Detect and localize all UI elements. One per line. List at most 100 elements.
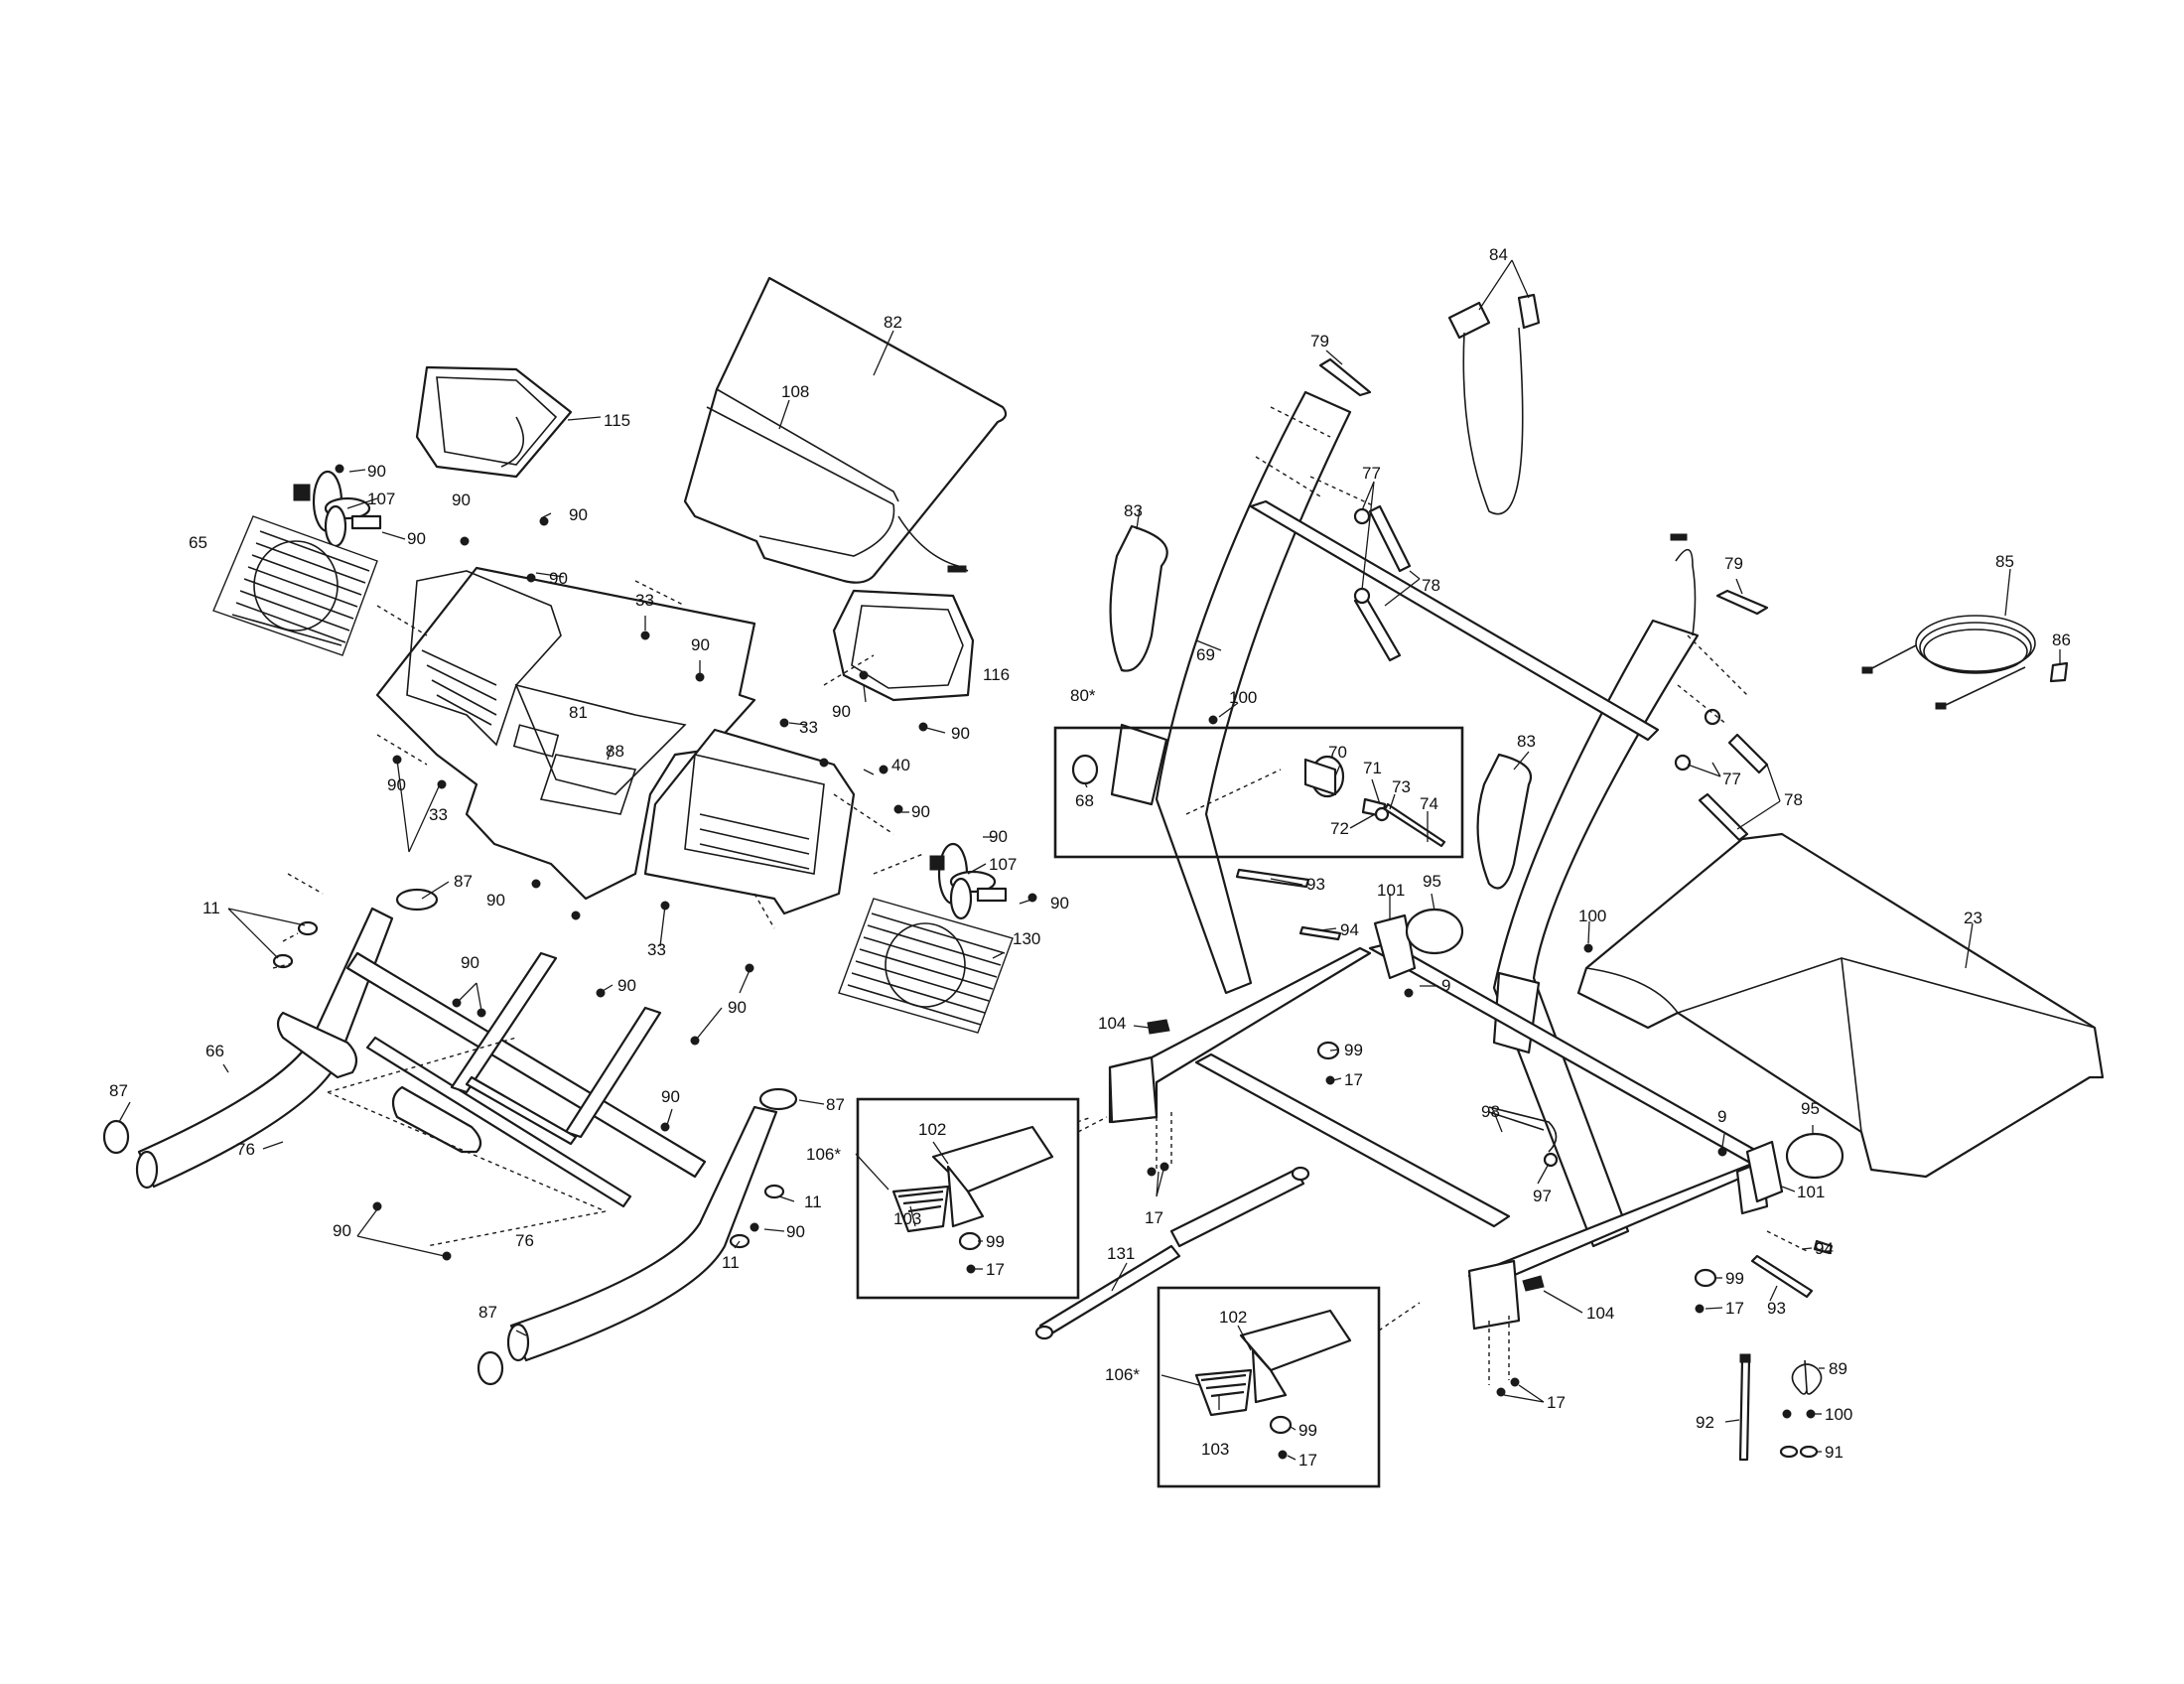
label-131: 131 — [1107, 1244, 1135, 1263]
label-11: 11 — [722, 1253, 740, 1272]
label-90: 90 — [728, 998, 747, 1017]
label-83: 83 — [1124, 501, 1143, 520]
roller-kit-parts — [1071, 754, 1446, 848]
fan-part-107-upper — [293, 470, 382, 548]
label-107: 107 — [367, 490, 395, 508]
console-base-part-81 — [375, 566, 756, 901]
label-87: 87 — [826, 1095, 845, 1114]
label-66: 66 — [205, 1042, 224, 1060]
label-78: 78 — [1784, 790, 1803, 809]
label-83: 83 — [1517, 732, 1536, 751]
label-17: 17 — [1298, 1451, 1317, 1470]
label-17: 17 — [1145, 1208, 1163, 1227]
label-95: 95 — [1423, 872, 1441, 891]
label-90: 90 — [617, 976, 636, 995]
label-90: 90 — [461, 953, 479, 972]
label-90: 90 — [407, 529, 426, 548]
label-108: 108 — [781, 382, 809, 401]
label-9: 9 — [1717, 1107, 1726, 1126]
label-33: 33 — [635, 591, 654, 610]
top-crossbar — [1249, 499, 1660, 742]
upright-left-part-69 — [1110, 390, 1352, 995]
label-82: 82 — [884, 313, 902, 332]
kit-box-106-a — [856, 1097, 1080, 1300]
label-90: 90 — [786, 1222, 805, 1241]
wheels-95 — [1405, 908, 1844, 1180]
crossbar-frame — [345, 951, 707, 1208]
label-33: 33 — [647, 940, 666, 959]
label-77: 77 — [1362, 464, 1381, 483]
label-17: 17 — [986, 1260, 1005, 1279]
kit-box-106-b — [1157, 1286, 1381, 1488]
label-33: 33 — [799, 718, 818, 737]
label-89: 89 — [1829, 1359, 1847, 1378]
label-103: 103 — [1201, 1440, 1229, 1459]
fan-part-107-lower — [929, 842, 1008, 920]
label-94: 94 — [1815, 1239, 1834, 1258]
wheel-housing-101 — [1373, 913, 1784, 1203]
label-11: 11 — [804, 1193, 822, 1211]
label-90: 90 — [1050, 894, 1069, 912]
label-100: 100 — [1229, 688, 1257, 707]
label-98: 98 — [1481, 1102, 1500, 1121]
label-70: 70 — [1328, 743, 1347, 762]
label-92: 92 — [1696, 1413, 1714, 1432]
label-17: 17 — [1725, 1299, 1744, 1318]
label-104: 104 — [1098, 1014, 1126, 1033]
end-caps-87 — [102, 888, 798, 1386]
speaker-box-part-116 — [832, 589, 975, 702]
label-106: 106* — [806, 1145, 841, 1164]
label-90: 90 — [387, 775, 406, 794]
power-cord-part-85 — [1861, 615, 2036, 710]
label-85: 85 — [1995, 552, 2014, 571]
label-86: 86 — [2052, 631, 2071, 649]
label-91: 91 — [1825, 1443, 1843, 1462]
label-9: 9 — [1441, 976, 1450, 995]
end-plugs-104 — [1147, 1019, 1545, 1292]
label-102: 102 — [918, 1120, 946, 1139]
handlebar-left-part-66 — [135, 907, 394, 1190]
label-72: 72 — [1330, 819, 1349, 838]
label-100: 100 — [1578, 907, 1606, 925]
base-frame — [1108, 941, 1769, 1331]
handle-grips-76 — [276, 1011, 482, 1154]
label-99: 99 — [1298, 1421, 1317, 1440]
incline-shock-part-131 — [1034, 1166, 1310, 1340]
label-116: 116 — [983, 665, 1010, 684]
label-78: 78 — [1422, 576, 1440, 595]
label-93: 93 — [1767, 1299, 1786, 1318]
label-90: 90 — [832, 702, 851, 721]
label-81: 81 — [569, 703, 588, 722]
upright-dashes — [1255, 406, 1748, 726]
label-87: 87 — [109, 1081, 128, 1100]
label-90: 90 — [367, 462, 386, 481]
leader-lines — [118, 259, 2061, 1461]
label-90: 90 — [486, 891, 505, 910]
label-93: 93 — [1306, 875, 1325, 894]
safety-key-part-84 — [1447, 293, 1541, 515]
label-94: 94 — [1340, 920, 1359, 939]
label-103: 103 — [893, 1209, 921, 1228]
label-84: 84 — [1489, 245, 1508, 264]
label-90: 90 — [569, 505, 588, 524]
label-115: 115 — [604, 411, 630, 430]
label-90: 90 — [911, 802, 930, 821]
fan-grille-part-130 — [838, 898, 1014, 1034]
label-90: 90 — [549, 569, 568, 588]
label-104: 104 — [1586, 1304, 1614, 1323]
label-76: 76 — [515, 1231, 534, 1250]
label-90: 90 — [691, 635, 710, 654]
label-17: 17 — [1547, 1393, 1566, 1412]
label-90: 90 — [661, 1087, 680, 1106]
fan-grille-part-65 — [212, 515, 378, 656]
motor-hood-part-23 — [1576, 832, 2105, 1179]
label-76: 76 — [236, 1140, 255, 1159]
strain-relief-part-86 — [2049, 661, 2069, 683]
label-79: 79 — [1724, 554, 1743, 573]
loose-hardware — [1738, 1353, 1823, 1462]
wire-harness-98-97 — [1488, 1106, 1559, 1168]
bolts-93-94 — [1235, 868, 1834, 1299]
label-90: 90 — [951, 724, 970, 743]
label-40: 40 — [891, 756, 910, 774]
